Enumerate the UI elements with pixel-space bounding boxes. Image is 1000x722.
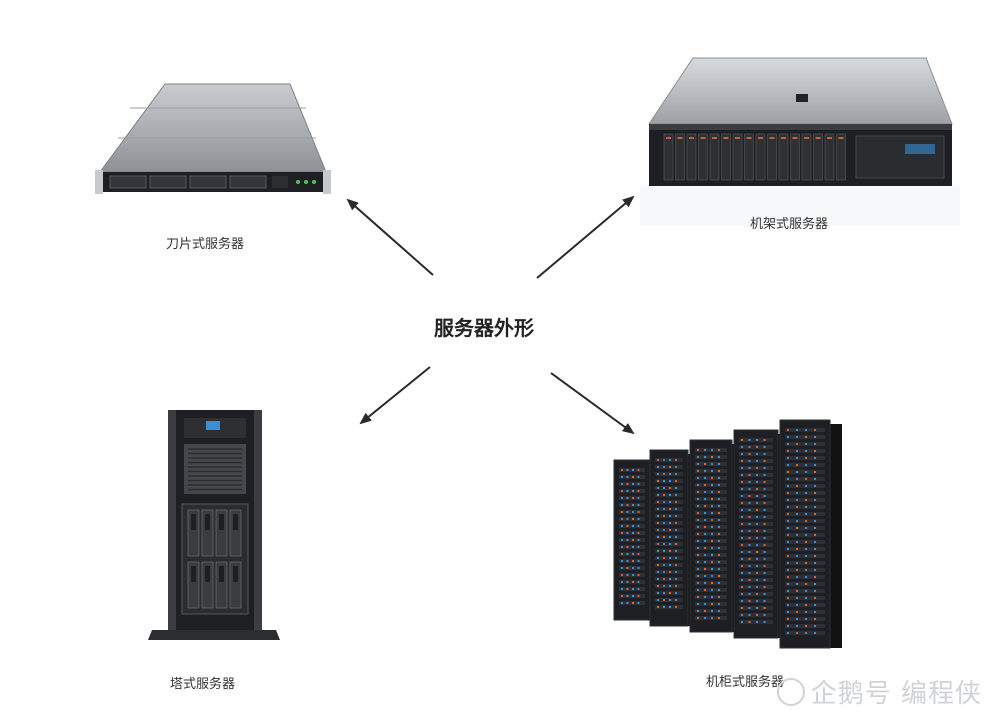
tower-server-label: 塔式服务器: [170, 677, 236, 692]
arrow-to-tower: [359, 366, 431, 425]
blade-server-label: 刀片式服务器: [166, 237, 245, 252]
blade-server-illustration: [95, 83, 331, 194]
arrow-to-cabinet: [550, 372, 635, 435]
watermark-text: 企鹅号 编程侠: [810, 679, 982, 709]
penguin-logo-icon: [776, 677, 805, 706]
cabinet-server-illustration: [613, 419, 842, 649]
rack-server-illustration: [640, 57, 960, 226]
cabinet-server-label: 机柜式服务器: [706, 675, 785, 690]
tower-server-illustration: [148, 410, 280, 640]
arrow-to-rack: [536, 195, 635, 279]
center-title: 服务器外形: [434, 316, 534, 340]
rack-server-label: 机架式服务器: [750, 217, 829, 232]
watermark: 企鹅号 编程侠: [776, 673, 982, 710]
arrow-to-blade: [346, 198, 434, 276]
